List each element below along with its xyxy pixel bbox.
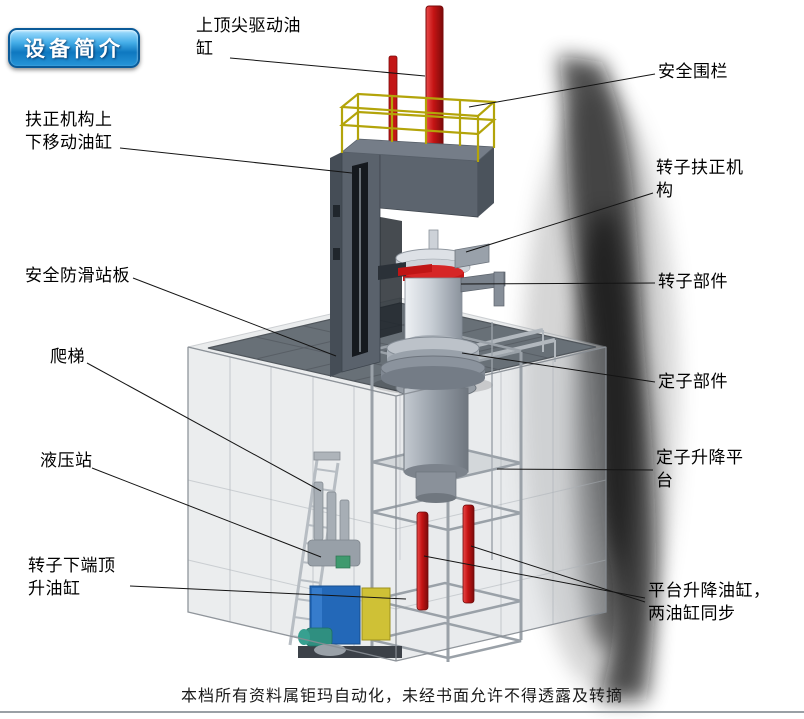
- label-top-drive-cylinder: 上顶尖驱动油缸: [196, 16, 301, 59]
- hydraulic-station-graphic: [298, 481, 402, 658]
- label-rotor-part: 转子部件: [658, 272, 728, 291]
- label-centering-cylinder: 扶正机构上下移动油缸: [25, 110, 113, 153]
- platform-lift-cylinders: [416, 504, 475, 611]
- smoke-shadow: [522, 55, 678, 700]
- bottom-rule: [0, 711, 804, 713]
- label-ladder: 爬梯: [50, 347, 85, 366]
- head-platform: [340, 138, 495, 218]
- rotor-centering-mechanism: [378, 243, 506, 307]
- label-anti-slip-plate: 安全防滑站板: [25, 266, 130, 285]
- leader-lines: [86, 57, 656, 603]
- enclosure-edges: [187, 346, 607, 662]
- label-platform-cylinders: 平台升降油缸，两油缸同步: [648, 581, 771, 624]
- label-safety-fence: 安全围栏: [658, 62, 728, 81]
- label-stator-part: 定子部件: [658, 372, 728, 391]
- label-rotor-centering: 转子扶正机构: [656, 158, 744, 201]
- label-stator-platform: 定子升降平台: [656, 448, 744, 491]
- device-intro-badge: 设备简介: [8, 28, 140, 68]
- label-hydraulic-station: 液压站: [40, 451, 93, 470]
- label-rotor-jack-cylinder: 转子下端顶升油缸: [28, 556, 116, 599]
- safety-railing: [339, 92, 497, 162]
- device-intro-badge-label: 设备简介: [24, 38, 124, 61]
- confidentiality-footer: 本档所有资料属钜玛自动化，未经书面允许不得透露及转摘: [180, 688, 623, 705]
